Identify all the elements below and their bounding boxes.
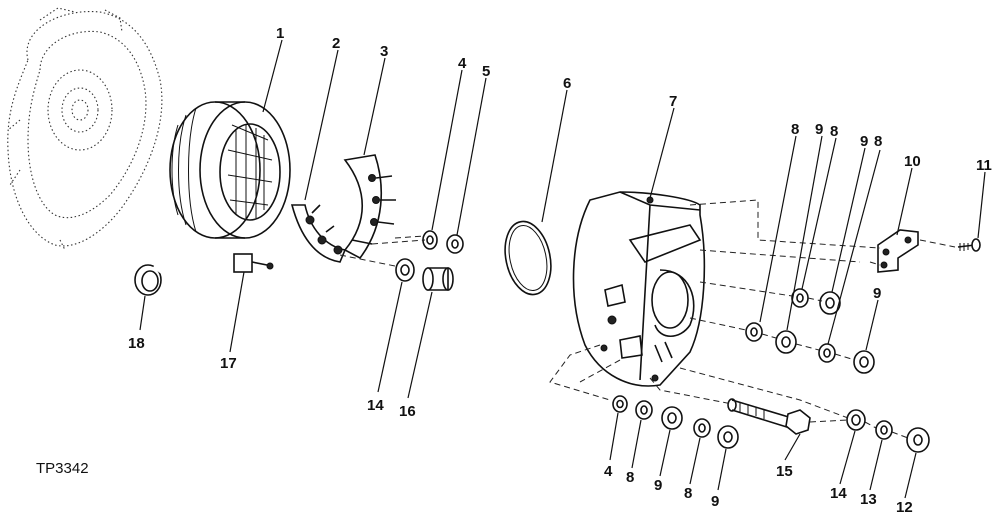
o-ring xyxy=(504,220,552,296)
rectifier-plate xyxy=(290,204,347,263)
callout-4: 4 xyxy=(458,55,467,72)
callout-8: 8 xyxy=(626,469,634,486)
washers-4-5 xyxy=(422,230,464,254)
mounting-bracket xyxy=(877,229,919,273)
callout-3: 3 xyxy=(380,43,388,60)
callout-8: 8 xyxy=(791,121,799,138)
diode-bracket xyxy=(343,154,396,260)
callout-15: 15 xyxy=(776,463,793,480)
callout-8: 8 xyxy=(830,123,838,140)
callout-13: 13 xyxy=(860,491,877,508)
callout-12: 12 xyxy=(896,499,913,516)
callout-10: 10 xyxy=(904,153,921,170)
callout-5: 5 xyxy=(482,63,490,80)
callout-8: 8 xyxy=(874,133,882,150)
terminal-connector xyxy=(233,253,274,273)
upper-right-hardware xyxy=(745,288,875,374)
retaining-clip xyxy=(134,264,164,296)
bottom-hardware xyxy=(612,395,930,453)
callout-1: 1 xyxy=(276,25,284,42)
callout-18: 18 xyxy=(128,335,145,352)
end-frame-housing xyxy=(572,191,706,387)
callout-17: 17 xyxy=(220,355,237,372)
callout-9: 9 xyxy=(860,133,868,150)
callout-2: 2 xyxy=(332,35,340,52)
callout-4: 4 xyxy=(604,463,613,480)
alignment-lines xyxy=(339,199,956,439)
callout-9: 9 xyxy=(711,493,719,510)
stator xyxy=(169,101,291,239)
callout-9: 9 xyxy=(815,121,823,138)
reference-code: TP3342 xyxy=(36,460,89,477)
dotted-housing-outline xyxy=(7,7,163,251)
leader-lines xyxy=(139,39,986,499)
callout-labels: 1 2 3 4 5 6 7 8 9 8 9 8 10 11 9 18 17 14… xyxy=(128,25,992,516)
callout-9: 9 xyxy=(873,285,881,302)
callout-8: 8 xyxy=(684,485,692,502)
callout-14: 14 xyxy=(830,485,847,502)
washer-14-bushing-16 xyxy=(395,258,454,291)
callout-11: 11 xyxy=(976,157,992,174)
callout-16: 16 xyxy=(399,403,416,420)
callout-9: 9 xyxy=(654,477,662,494)
callout-14: 14 xyxy=(367,397,384,414)
callout-7: 7 xyxy=(669,93,677,110)
screw xyxy=(957,238,981,252)
callout-6: 6 xyxy=(563,75,571,92)
